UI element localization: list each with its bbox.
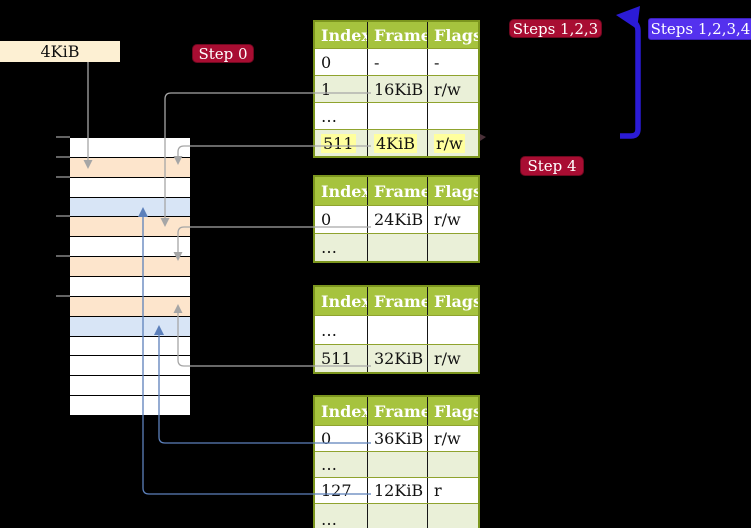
cell-flags: - <box>434 52 440 72</box>
cell-index: … <box>315 103 368 129</box>
cell-flags <box>428 234 478 261</box>
cell-flags: r <box>434 481 442 500</box>
cell-frame: 36KiB <box>368 426 428 451</box>
table-row: 0-- <box>315 48 478 75</box>
cell-flags: r/w <box>434 133 465 153</box>
column-header-index: Index <box>315 22 368 48</box>
cell-flags: r/w <box>434 210 461 229</box>
column-header-flags: Flags <box>428 287 478 315</box>
memory-row-peach <box>70 157 190 178</box>
column-header-frame: Frame <box>368 22 428 48</box>
column-header-frame: Frame <box>368 397 428 425</box>
arrow-recursive-loop <box>616 6 641 139</box>
table-row: … <box>315 451 478 477</box>
cell-flags: r/w <box>434 79 461 99</box>
cell-index: … <box>315 234 368 261</box>
step-0-badge: Step 0 <box>192 44 254 63</box>
table-row: … <box>315 503 478 528</box>
column-header-frame: Frame <box>368 287 428 315</box>
steps-1234-badge: Steps 1,2,3,4 <box>648 18 751 40</box>
cell-index: 0 <box>315 49 368 75</box>
cell-index: … <box>315 316 368 344</box>
column-header-flags: Flags <box>428 177 478 205</box>
memory-row-white <box>70 237 190 258</box>
column-header-index: Index <box>315 397 368 425</box>
cell-index: 511 <box>315 345 368 372</box>
cell-frame <box>368 504 428 528</box>
table-row: … <box>315 315 478 344</box>
cell-index: 0 <box>315 426 368 451</box>
frame-size-label: 4KiB <box>0 41 120 62</box>
memory-tick-marks <box>56 136 70 297</box>
cell-frame: 16KiB <box>368 76 428 102</box>
cell-frame: 24KiB <box>368 206 428 233</box>
steps-123-badge: Steps 1,2,3 <box>509 19 602 38</box>
column-header-flags: Flags <box>428 22 478 48</box>
memory-row-white <box>70 376 190 397</box>
cell-flags: r/w <box>434 349 461 368</box>
cell-frame <box>368 234 428 261</box>
cell-frame <box>368 316 428 344</box>
memory-row-peach <box>70 217 190 238</box>
cell-frame: 4KiB <box>368 130 428 156</box>
memory-row-blue <box>70 197 190 218</box>
cell-index: 0 <box>315 206 368 233</box>
cell-index: … <box>315 504 368 528</box>
memory-row-white <box>70 336 190 357</box>
cell-frame <box>368 452 428 477</box>
physical-memory-strip <box>70 137 190 417</box>
column-header-frame: Frame <box>368 177 428 205</box>
memory-row-white <box>70 277 190 297</box>
step-4-badge: Step 4 <box>520 156 584 176</box>
cell-frame <box>368 103 428 129</box>
memory-row-white <box>70 396 190 417</box>
cell-frame: 12KiB <box>368 478 428 503</box>
column-header-index: Index <box>315 287 368 315</box>
cell-flags: r/w <box>434 429 461 448</box>
table-row: … <box>315 233 478 261</box>
memory-row-white <box>70 356 190 377</box>
memory-row-blue <box>70 316 190 337</box>
arrowhead-remnant <box>480 134 486 141</box>
cell-flags <box>428 504 478 528</box>
cell-flags <box>428 103 478 129</box>
column-header-index: Index <box>315 177 368 205</box>
column-header-flags: Flags <box>428 397 478 425</box>
cell-index: … <box>315 452 368 477</box>
memory-row-peach <box>70 296 190 317</box>
cell-index: 1 <box>315 76 368 102</box>
cell-frame: 32KiB <box>368 345 428 372</box>
memory-row-white <box>70 138 190 158</box>
cell-flags <box>428 452 478 477</box>
table-row: … <box>315 102 478 129</box>
memory-row-peach <box>70 257 190 278</box>
memory-row-white <box>70 177 190 198</box>
cell-flags <box>428 316 478 344</box>
cell-index: 511 <box>315 130 368 156</box>
cell-index: 127 <box>315 478 368 503</box>
cell-frame: - <box>368 49 428 75</box>
